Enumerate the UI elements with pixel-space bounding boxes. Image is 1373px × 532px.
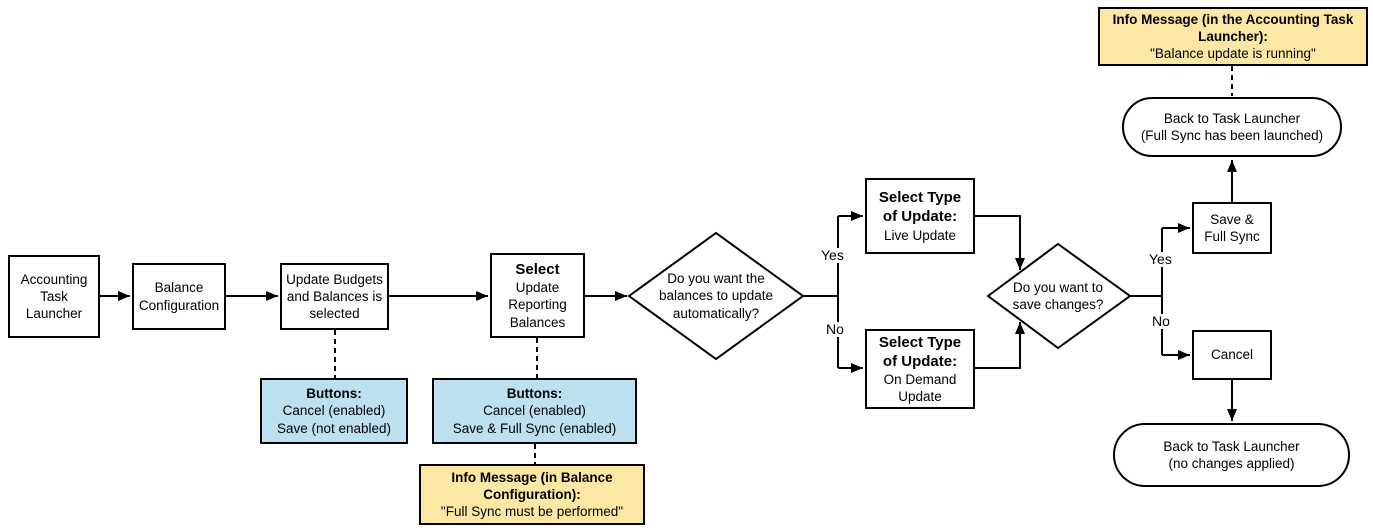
edge-label-auto-yes: Yes	[819, 247, 846, 264]
node-label-line: Task	[40, 288, 68, 304]
node-label-line: (Full Sync has been launched)	[1140, 128, 1324, 143]
node-label-line: Launcher	[25, 306, 83, 322]
node-select-type-on-demand-update: Select Type of Update: On Demand Update	[865, 329, 975, 409]
edge-label-auto-no: No	[824, 321, 846, 338]
note-info-accounting-task-launcher: Info Message (in the Accounting Task Lau…	[1098, 7, 1368, 66]
node-label-line: Save &	[1210, 211, 1254, 227]
note-line: Cancel (enabled)	[483, 403, 586, 419]
decision-auto-diamond	[627, 231, 805, 361]
node-label-line: (no changes applied)	[1168, 456, 1295, 471]
node-label-line: Update Budgets	[286, 271, 383, 287]
node-label-line: Full Sync	[1204, 229, 1260, 244]
note-title: Launcher):	[1198, 28, 1268, 44]
connector-live-to-decision-save	[975, 215, 1025, 270]
node-label-line: Balances	[509, 314, 566, 330]
note-buttons-select-update: Buttons: Cancel (enabled) Save & Full Sy…	[432, 378, 637, 444]
node-title: Select Type	[878, 189, 962, 207]
node-title: of Update:	[882, 208, 958, 226]
note-line: "Full Sync must be performed"	[440, 504, 624, 520]
connector-ondemand-to-decision-save	[975, 322, 1025, 369]
node-label-line: On Demand	[883, 371, 957, 387]
node-label-line: Reporting	[508, 297, 567, 313]
node-back-to-task-launcher-no-changes: Back to Task Launcher (no changes applie…	[1113, 423, 1350, 487]
node-accounting-task-launcher: Accounting Task Launcher	[8, 255, 100, 338]
edge-label-save-no: No	[1150, 313, 1172, 330]
edge-label-save-yes: Yes	[1147, 251, 1174, 268]
node-back-to-task-launcher-full-sync: Back to Task Launcher (Full Sync has bee…	[1122, 97, 1342, 157]
note-title: Configuration):	[483, 486, 581, 502]
node-balance-configuration: Balance Configuration	[132, 263, 226, 330]
note-line: "Balance update is running"	[1150, 46, 1316, 62]
note-title: Buttons:	[306, 386, 362, 402]
note-line: Save & Full Sync (enabled)	[452, 420, 617, 436]
node-label-line: Update	[515, 280, 560, 296]
note-title: Info Message (in the Accounting Task	[1112, 11, 1354, 27]
note-info-balance-configuration: Info Message (in Balance Configuration):…	[419, 464, 645, 525]
node-select-update-reporting-balances: Select Update Reporting Balances	[490, 253, 585, 338]
node-label-line: Cancel	[1210, 347, 1254, 363]
node-label-line: selected	[309, 306, 360, 322]
note-title: Info Message (in Balance	[451, 469, 613, 485]
node-select-type-live-update: Select Type of Update: Live Update	[865, 178, 975, 254]
node-title: of Update:	[882, 352, 958, 370]
node-title: Select Type	[878, 333, 962, 351]
node-label-line: Accounting	[20, 271, 88, 287]
node-label-line: Update	[898, 389, 942, 405]
note-title: Buttons:	[506, 386, 563, 402]
node-cancel: Cancel	[1192, 330, 1272, 380]
node-save-and-full-sync: Save & Full Sync	[1192, 202, 1272, 254]
node-label-line: and Balances is	[286, 288, 383, 304]
note-buttons-balance-configuration: Buttons: Cancel (enabled) Save (not enab…	[260, 378, 408, 444]
node-label-line: Back to Task Launcher	[1163, 438, 1300, 454]
note-line: Cancel (enabled)	[282, 403, 386, 419]
node-label-line: Back to Task Launcher	[1163, 110, 1301, 126]
node-update-budgets-selected: Update Budgets and Balances is selected	[280, 263, 389, 330]
node-label-line: Live Update	[883, 227, 957, 243]
note-line: Save (not enabled)	[276, 420, 392, 436]
node-title: Select	[515, 261, 560, 278]
node-label-line: Balance	[154, 280, 204, 296]
decision-save-diamond	[986, 242, 1132, 350]
node-label-line: Configuration	[138, 297, 220, 313]
